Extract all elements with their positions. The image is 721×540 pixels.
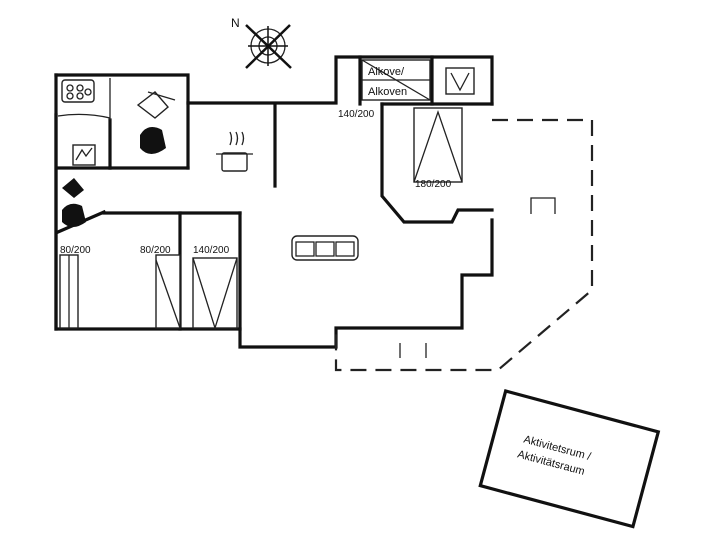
alcove-label-line2: Alkoven (368, 86, 407, 98)
stove-icon (61, 79, 95, 103)
compass-rose-icon (245, 24, 292, 69)
alcove-bed (361, 59, 431, 101)
sauna-stove-icon (445, 67, 475, 95)
single-bed-middle (155, 254, 181, 329)
toilet-icon (136, 91, 176, 154)
double-bed-bedroom (413, 107, 463, 183)
activity-room (478, 389, 661, 529)
terrace-outline (334, 118, 594, 372)
single-bed-left (59, 254, 79, 329)
bed-size-middle: 80/200 (140, 245, 171, 256)
cooking-pot-icon (216, 131, 253, 172)
bed-size-bedroom: 180/200 (415, 179, 452, 190)
bed-size-left: 80/200 (60, 245, 91, 256)
terrace-markers (399, 197, 556, 358)
double-bed-small-room (192, 257, 238, 331)
shower-icon (72, 144, 96, 166)
alcove-label-line1: Alkove/ (368, 66, 405, 78)
sofa-icon (291, 235, 359, 261)
bed-size-small-room: 140/200 (193, 245, 230, 256)
toilet-icon-2 (62, 178, 86, 227)
bed-size-top: 140/200 (338, 109, 375, 120)
compass-north-label: N (231, 16, 240, 30)
